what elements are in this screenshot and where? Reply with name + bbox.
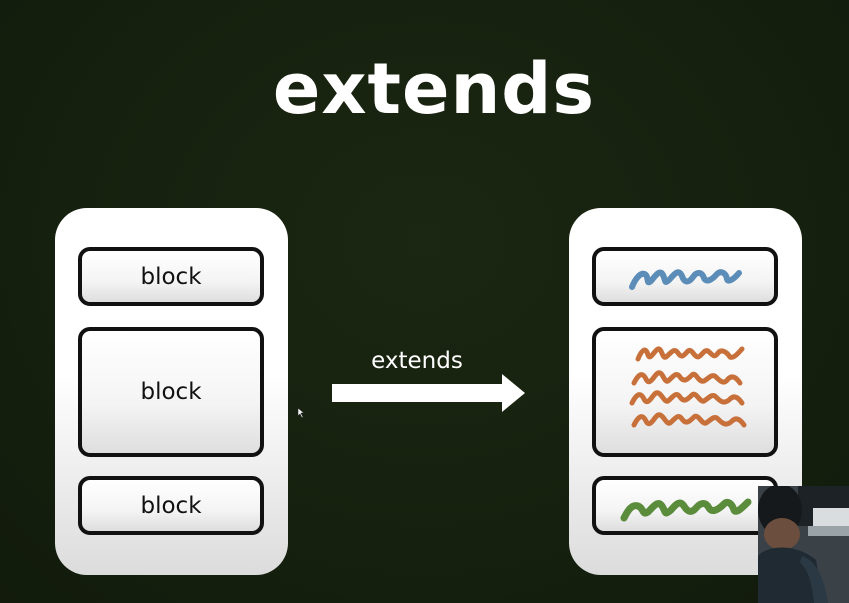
presenter-avatar [758,486,849,603]
block-bottom: block [78,476,264,535]
green-scribble [620,498,752,522]
block-top-filled [592,247,778,306]
block-top: block [78,247,264,306]
mouse-cursor-icon [297,407,305,419]
right-arrow-icon [332,374,525,412]
block-bottom-filled [592,476,778,535]
block-middle-filled [592,327,778,457]
slide-title: extends [272,48,596,130]
orange-scribble [629,346,747,428]
blue-scribble [629,269,742,290]
arrow-label: extends [371,348,463,374]
base-template-panel: block block block [55,208,288,575]
extended-template-panel [569,208,802,575]
block-middle: block [78,327,264,457]
presenter-webcam [758,486,849,603]
